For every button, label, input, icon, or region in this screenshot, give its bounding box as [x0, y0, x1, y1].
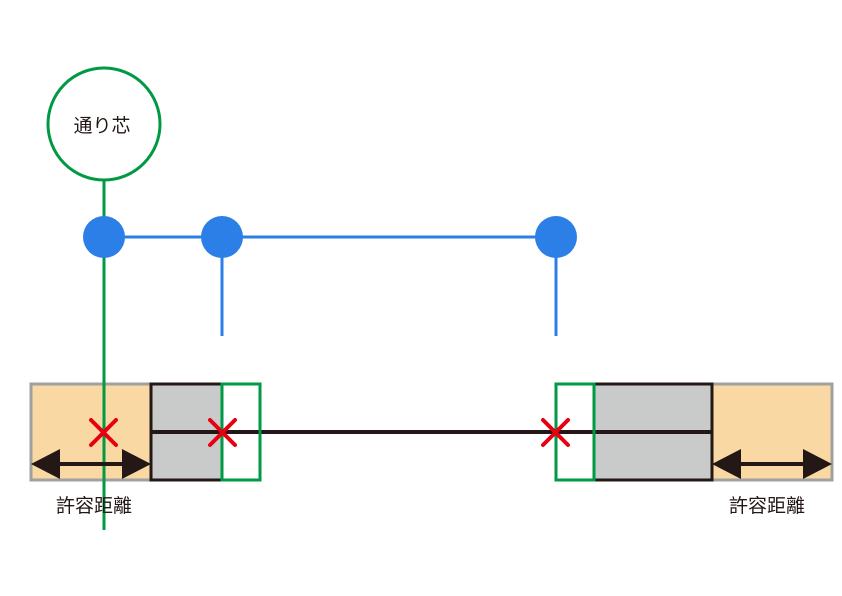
x-mark-icon — [208, 418, 237, 447]
node-icon — [83, 216, 125, 258]
double-headed-arrow-icon — [31, 449, 151, 479]
double-headed-arrow-icon — [712, 449, 832, 479]
x-mark-icon — [541, 418, 570, 447]
grid-line-bubble — [46, 66, 162, 182]
connection-box-left — [220, 382, 262, 482]
node-icon — [535, 216, 577, 258]
x-mark-icon — [89, 418, 118, 447]
connection-box-right — [554, 382, 596, 482]
grid-line-label: 通り芯 — [73, 115, 130, 137]
tolerance-label-right: 許容距離 — [729, 495, 805, 517]
node-icon — [201, 216, 243, 258]
tolerance-label-left: 許容距離 — [56, 495, 132, 517]
